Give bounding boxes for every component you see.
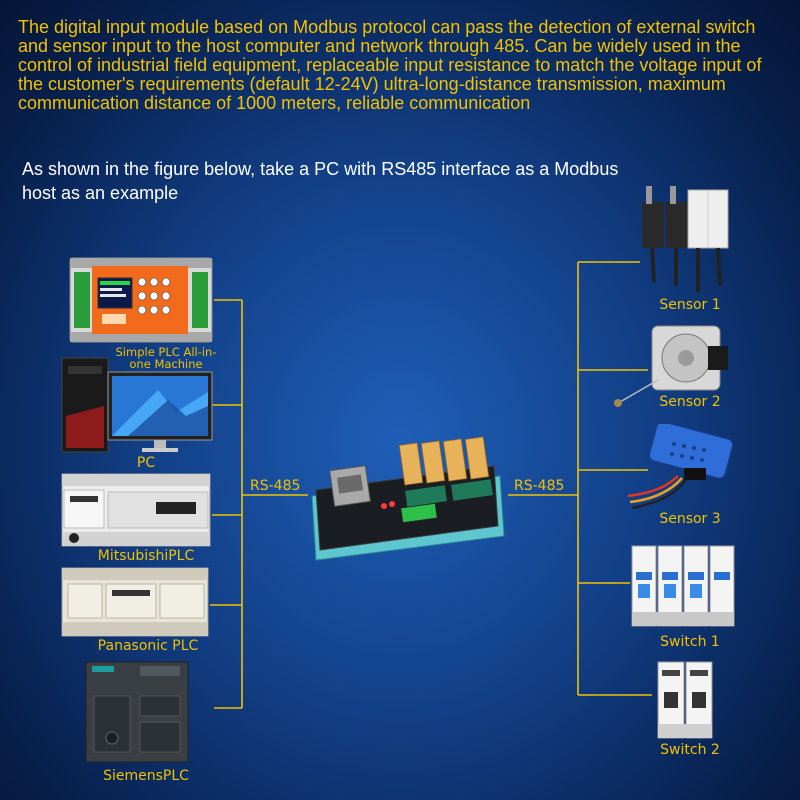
- circuit-breaker-icon: [631, 545, 735, 627]
- example-text: As shown in the figure below, take a PC …: [22, 159, 619, 203]
- device-label-sensor-1: Sensor 1: [659, 297, 721, 313]
- plc-all-in-one-icon: [69, 257, 213, 343]
- rs485-label-right: RS-485: [514, 478, 565, 494]
- mitsubishi-plc-icon: [61, 473, 211, 547]
- host-label-pc: PC: [136, 455, 156, 471]
- host-label-panasonic: Panasonic PLC: [97, 638, 199, 654]
- linear-sensor-icon: [642, 186, 729, 292]
- device-label-switch-2: Switch 2: [660, 742, 720, 758]
- small-breaker-icon: [657, 661, 713, 739]
- host-label-plc-all-in-one: Simple PLC All-in-one Machine: [115, 345, 217, 371]
- host-label-siemens: SiemensPLC: [103, 768, 189, 784]
- draw-wire-sensor-icon: [614, 325, 728, 407]
- humidity-sensor-icon: [627, 424, 733, 510]
- pc-icon: [61, 357, 213, 453]
- digital-input-module-icon: [311, 436, 505, 561]
- panasonic-plc-icon: [61, 567, 209, 637]
- intro-text: The digital input module based on Modbus…: [18, 17, 762, 113]
- siemens-plc-icon: [85, 661, 189, 763]
- device-label-sensor-2: Sensor 2: [659, 394, 721, 410]
- device-label-sensor-3: Sensor 3: [659, 511, 721, 527]
- rs485-label-left: RS-485: [250, 478, 301, 494]
- device-label-switch-1: Switch 1: [660, 634, 720, 650]
- host-label-mitsubishi: MitsubishiPLC: [97, 548, 195, 564]
